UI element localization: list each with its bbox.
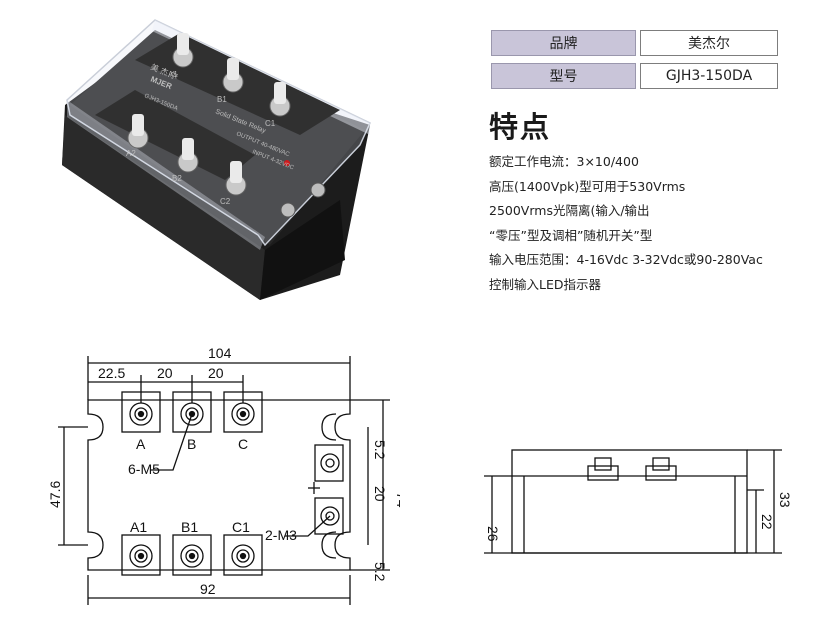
relay-photo: 美 杰 尔 MJER GJH3-150DA Solid State Relay … (62, 19, 371, 300)
side-view-drawing: 26 33 22 (484, 449, 793, 554)
model-value: GJH3-150DA (640, 63, 778, 89)
feature-item: 控制输入LED指示器 (489, 276, 601, 292)
label-c1: C1 (232, 519, 250, 535)
feature-item: “零压”型及调相”随机开关”型 (489, 227, 653, 243)
spec-row-model: 型号 GJH3-150DA (491, 63, 778, 89)
brand-label: 品牌 (491, 30, 636, 56)
features-title: 特点 (489, 110, 552, 144)
label-a: A (136, 436, 146, 452)
dim-edge-2: 5.2 (372, 562, 388, 582)
dim-overall-width: 104 (208, 345, 232, 361)
feature-item: 高压(1400Vpk)型可用于530Vrms (489, 178, 686, 194)
spec-row-brand: 品牌 美杰尔 (491, 30, 778, 56)
feature-item: 输入电压范围：4-16Vdc 3-32Vdc或90-280Vac (489, 252, 763, 268)
top-view-drawing: 104 22.5 20 20 47.6 74 20 5.2 5.2 92 6-M… (50, 345, 400, 605)
model-label: 型号 (491, 63, 636, 89)
dim-screw-ctrl: 2-M3 (265, 527, 297, 543)
dim-screw-main: 6-M5 (128, 461, 160, 477)
feature-item: 额定工作电流：3×10/400 (489, 154, 639, 169)
dim-height-right: 74 (394, 492, 400, 508)
led-indicator (284, 160, 290, 166)
brand-value: 美杰尔 (640, 30, 778, 56)
label-b1: B1 (181, 519, 198, 535)
dim-edge-1: 5.2 (372, 440, 388, 460)
relay-term-c1: C1 (265, 119, 276, 128)
relay-term-b2: B2 (172, 174, 182, 183)
features-list: 额定工作电流：3×10/400 高压(1400Vpk)型可用于530Vrms 2… (489, 150, 763, 298)
relay-term-b1: B1 (217, 95, 227, 104)
dim-h-left: 26 (485, 526, 501, 542)
feature-item: 2500Vrms光隔离(输入/输出 (489, 203, 650, 219)
dim-offset: 22.5 (98, 365, 125, 381)
relay-term-a2: A2 (126, 149, 136, 158)
dim-height-left: 47.6 (50, 481, 63, 508)
label-c: C (238, 436, 248, 452)
dim-pitch-2: 20 (208, 365, 224, 381)
dim-h-right: 22 (759, 514, 775, 530)
relay-term-c2: C2 (220, 197, 231, 206)
label-a1: A1 (130, 519, 147, 535)
dim-mid-spacing: 20 (372, 486, 388, 502)
relay-term-a1: A1 (168, 70, 178, 79)
dim-pitch-1: 20 (157, 365, 173, 381)
spec-table: 品牌 美杰尔 型号 GJH3-150DA (491, 30, 778, 96)
dim-bottom-width: 92 (200, 581, 216, 597)
label-b: B (187, 436, 196, 452)
dim-h-total: 33 (777, 492, 793, 508)
terminal-holes (129, 402, 255, 568)
